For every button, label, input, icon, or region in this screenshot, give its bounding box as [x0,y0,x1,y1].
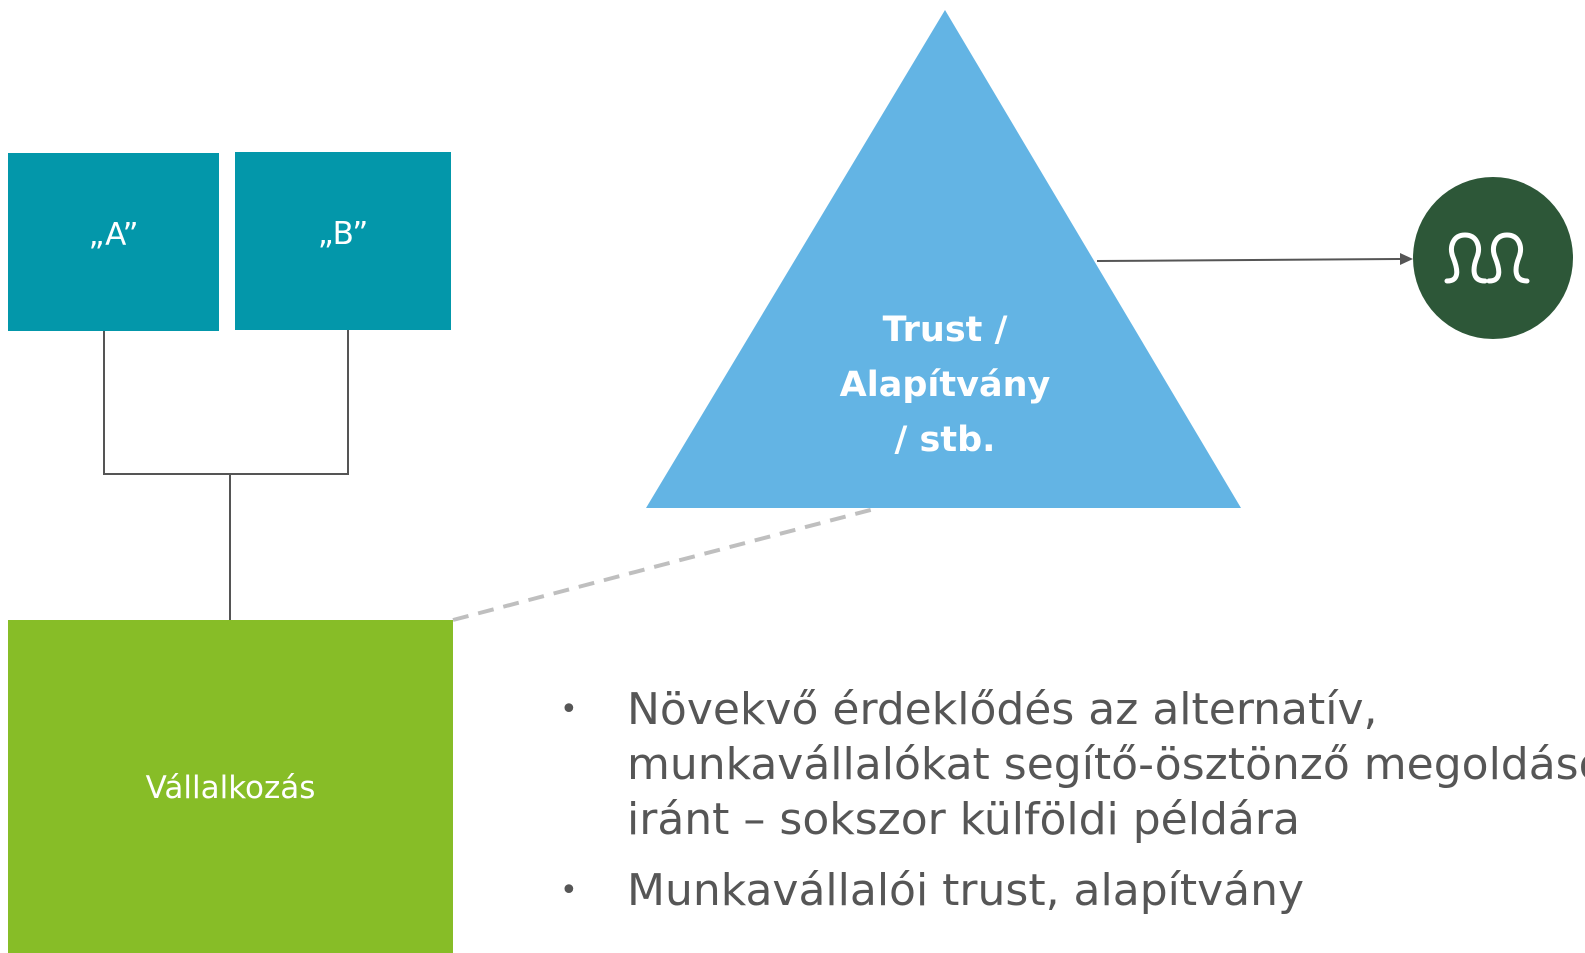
company-box: Vállalkozás [8,620,453,953]
bullet-list: • Növekvő érdeklődés az alternatív, munk… [560,682,1585,934]
bullet-item: • Növekvő érdeklődés az alternatív, munk… [560,682,1585,847]
bullet-text-line: iránt – sokszor külföldi példára [627,794,1300,845]
trust-triangle [646,10,1241,508]
company-label: Vállalkozás [145,770,316,806]
trust-label: Trust / Alapítvány / stb. [790,303,1100,468]
bullet-icon: • [560,873,578,908]
trust-label-line: / stb. [894,420,996,460]
people-glyph [1444,232,1530,284]
arrow-line [1096,258,1403,262]
bullet-item: • Munkavállalói trust, alapítvány [560,863,1585,918]
shareholder-a-label: „A” [88,217,139,253]
trust-label-line: Trust / [882,310,1008,350]
arrow-head [1400,253,1413,265]
dashed-link [452,506,879,622]
shareholder-b-label: „B” [317,216,369,252]
shareholder-b-box: „B” [235,152,451,330]
connector-a [103,330,230,475]
shareholder-a-box: „A” [8,153,219,331]
bullet-text-line: munkavállalókat segítő-ösztönző megoldás… [627,739,1585,790]
connector-b [230,330,349,475]
people-group-icon [1413,177,1573,339]
trust-label-line: Alapítvány [839,365,1051,405]
bullet-text-line: Munkavállalói trust, alapítvány [627,865,1305,916]
bullet-text-line: Növekvő érdeklődés az alternatív, [627,684,1378,735]
bullet-icon: • [560,692,578,727]
